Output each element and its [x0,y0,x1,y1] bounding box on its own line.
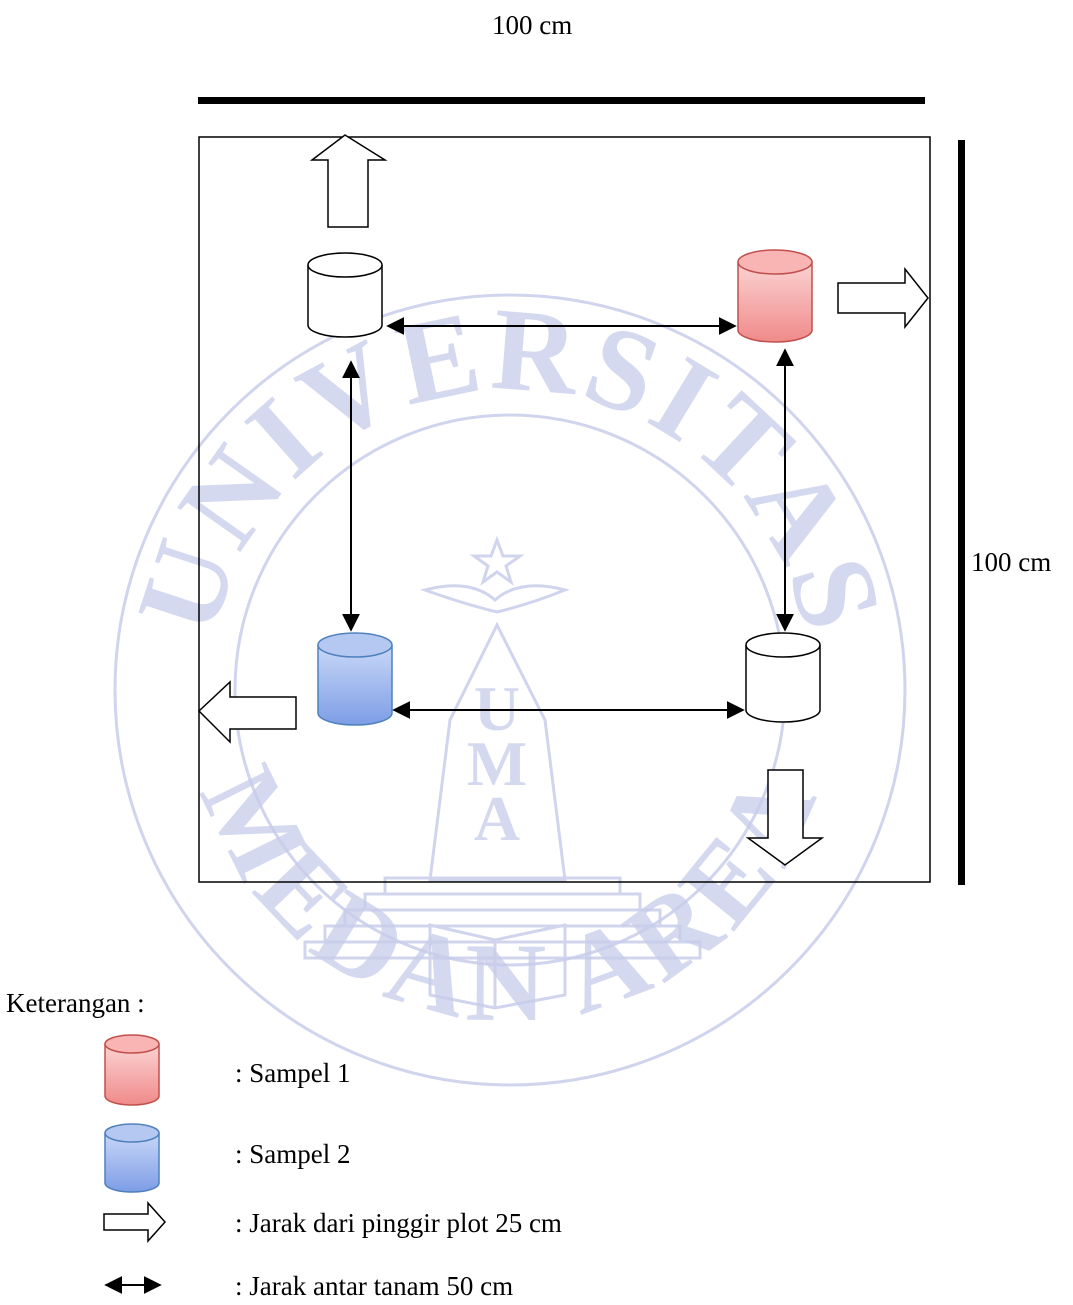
side-dimension-bar [958,140,965,885]
side-dimension-label: 100 cm [971,547,1052,577]
plant-cylinder-bottom-right [745,632,821,723]
hollow-arrow-up [309,134,388,228]
hollow-arrow-down [745,769,825,866]
top-dimension-label: 100 cm [492,10,573,40]
legend-label-edge-distance: : Jarak dari pinggir plot 25 cm [235,1208,562,1238]
sample-1-cylinder [737,249,813,343]
hollow-arrow-right [837,266,929,330]
legend-label-sample-2: : Sampel 2 [235,1139,351,1169]
legend-heading: Keterangan : [6,988,145,1018]
plant-cylinder-top-left [307,252,383,338]
top-dimension-bar [198,97,925,104]
plot-boundary [198,136,931,883]
legend-red-cylinder-icon [104,1034,160,1106]
sample-2-cylinder [317,632,393,726]
legend-blue-cylinder-icon [104,1123,160,1193]
legend-hollow-arrow-icon [103,1201,167,1243]
legend-label-sample-1: : Sampel 1 [235,1058,351,1088]
hollow-arrow-left [197,680,297,744]
legend-label-plant-spacing: : Jarak antar tanam 50 cm [235,1271,514,1301]
